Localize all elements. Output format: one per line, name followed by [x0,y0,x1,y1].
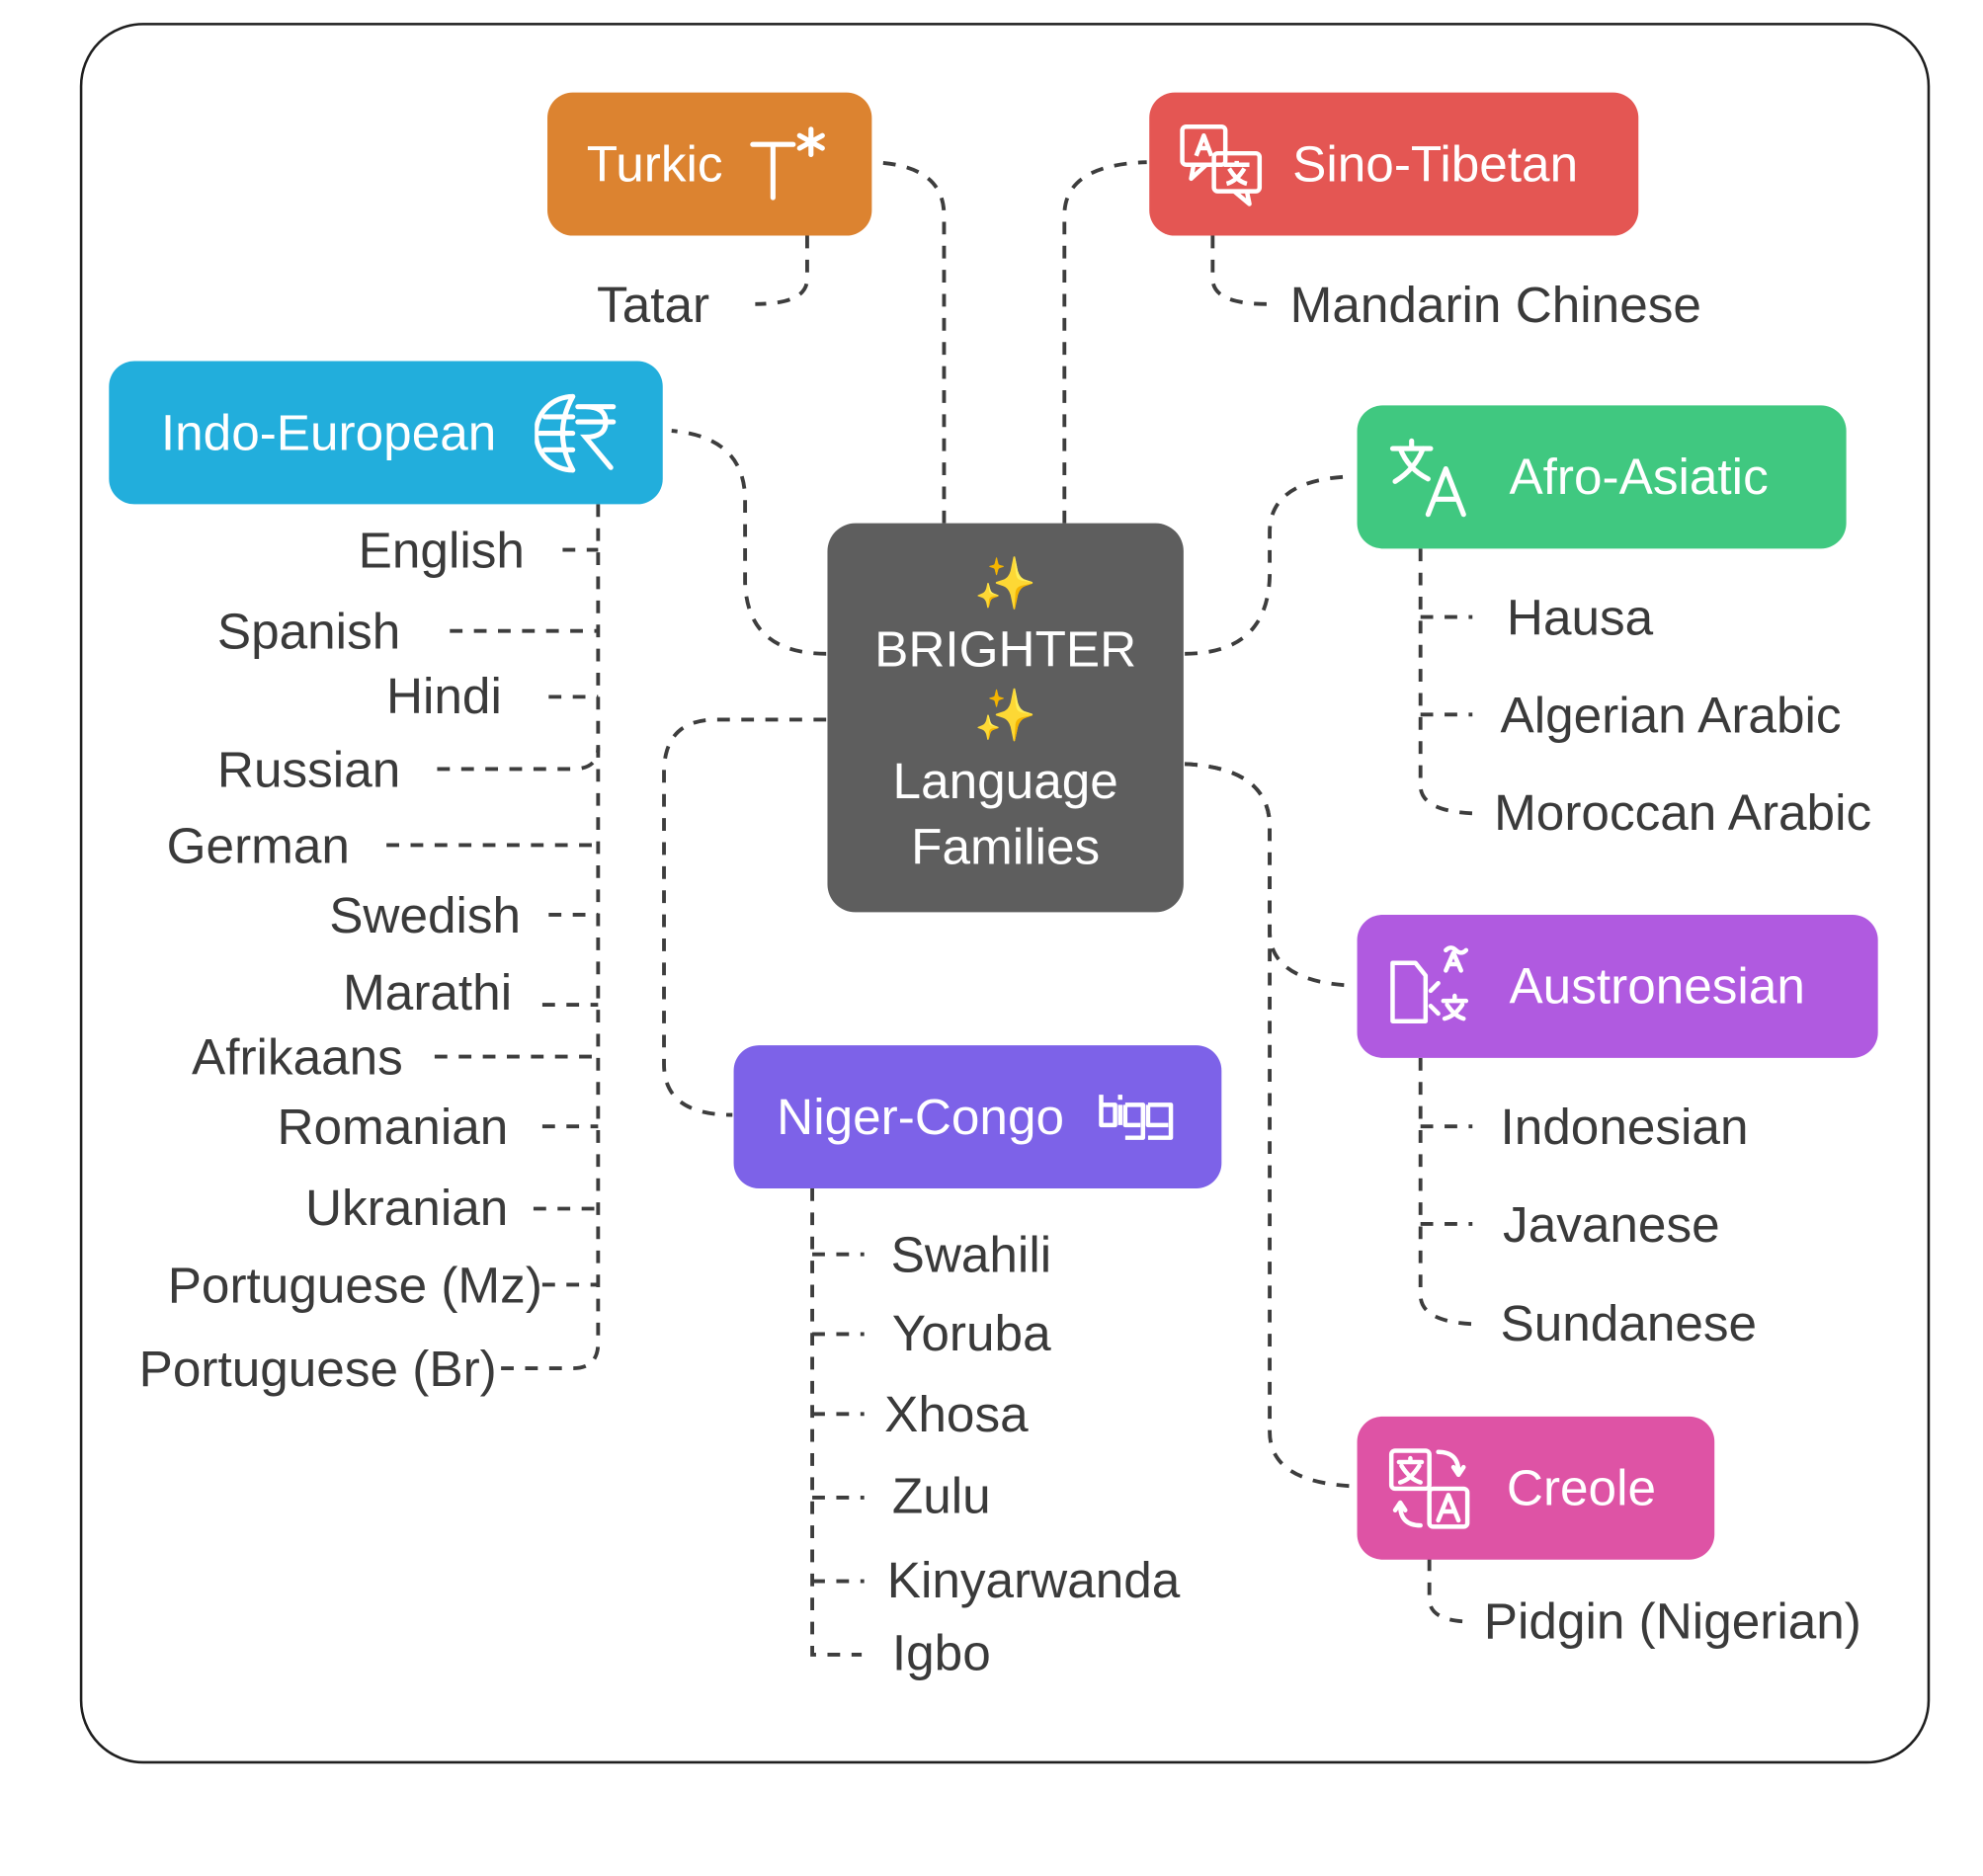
family-label: Turkic [586,135,723,193]
language-tatar: Tatar [597,277,710,334]
text-asterisk-icon [748,123,829,204]
language-yoruba: Yoruba [891,1306,1051,1362]
connector-sino-mandarin [1210,235,1268,306]
language-swahili: Swahili [890,1227,1052,1284]
document-translate-icon [1387,944,1473,1028]
language-pidgin-nigerian: Pidgin (Nigerian) [1483,1593,1861,1650]
language-spanish: Spanish [216,604,401,661]
language-romanian: Romanian [277,1100,509,1156]
sparkle-mid-icon: ✨ [973,688,1037,744]
connector-turkic-tatar [755,235,809,306]
language-indonesian: Indonesian [1500,1100,1749,1156]
family-label: Indo-European [160,404,497,461]
connector-center-niger-congo [662,717,827,1117]
center-subtitle-line1: Language [892,754,1118,810]
connector-center-afro-asiatic [1185,474,1354,656]
translate-icon [1387,436,1471,520]
globe-rupee-icon [534,391,619,475]
family-node-sino-tibetan: Sino-Tibetan [1149,92,1639,236]
family-label: Austronesian [1509,958,1805,1015]
connector-afro-trunk [1418,548,1473,816]
connector-creole-pidgin [1427,1558,1473,1624]
digg-logo-icon [1097,1092,1176,1142]
language-german: German [166,818,350,874]
family-label: Sino-Tibetan [1292,135,1579,193]
translate-chat-icon [1179,122,1265,206]
language-russian: Russian [216,742,401,798]
language-moroccan-arabic: Moroccan Arabic [1494,785,1872,842]
family-node-afro-asiatic: Afro-Asiatic [1357,405,1847,549]
language-swedish: Swedish [329,888,522,944]
connector-center-turkic [871,160,947,524]
family-node-creole: Creole [1357,1416,1715,1560]
connector-center-indo-european [671,429,827,656]
family-label: Niger-Congo [777,1089,1065,1145]
language-zulu: Zulu [891,1468,991,1524]
center-node: ✨ BRIGHTER ✨ Language Families [827,523,1184,913]
connector-center-sino-tibetan [1062,160,1147,524]
family-node-niger-congo: Niger-Congo [733,1045,1222,1188]
family-label: Afro-Asiatic [1509,449,1769,506]
language-javanese: Javanese [1503,1196,1720,1254]
language-portuguese-br: Portuguese (Br) [138,1342,497,1398]
family-node-turkic: Turkic [547,92,872,236]
language-portuguese-mz: Portuguese (Mz) [167,1258,542,1314]
center-title: BRIGHTER [874,621,1137,679]
language-xhosa: Xhosa [884,1387,1029,1443]
center-subtitle-line2: Families [911,819,1101,876]
language-sundanese: Sundanese [1500,1295,1758,1352]
connector-niger-trunk [810,1187,863,1657]
connector-center-creole [1185,762,1354,1489]
family-node-austronesian: Austronesian [1357,914,1878,1058]
family-node-indo-european: Indo-European [109,361,663,505]
language-swap-icon [1387,1446,1471,1530]
language-english: English [358,523,525,580]
language-algerian-arabic: Algerian Arabic [1500,688,1842,744]
language-hausa: Hausa [1506,590,1654,647]
language-mandarin-chinese: Mandarin Chinese [1289,277,1701,334]
language-afrikaans: Afrikaans [191,1029,403,1087]
language-marathi: Marathi [343,965,513,1021]
language-hindi: Hindi [385,669,502,725]
language-igbo: Igbo [891,1625,991,1681]
connector-austro-trunk [1418,1057,1473,1327]
language-ukranian: Ukranian [304,1181,509,1237]
sparkle-top-icon: ✨ [973,556,1037,612]
language-kinyarwanda: Kinyarwanda [886,1553,1181,1609]
family-label: Creole [1506,1460,1657,1516]
